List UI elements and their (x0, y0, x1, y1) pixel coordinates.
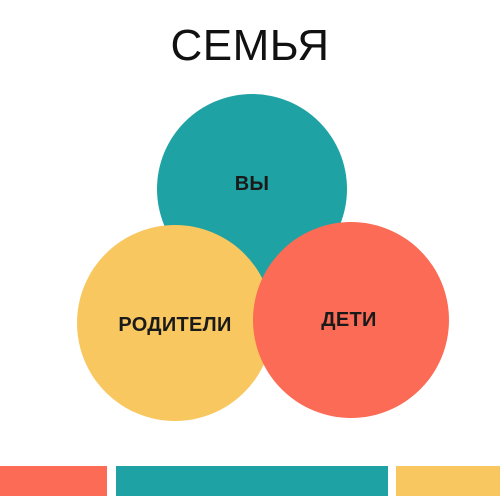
circle-children: ДЕТИ (253, 222, 449, 418)
circle-parents-label: РОДИТЕЛИ (118, 313, 232, 336)
circle-children-label: ДЕТИ (321, 308, 377, 331)
color-bar-left (0, 466, 107, 496)
color-bar-right (396, 466, 500, 496)
page-title: СЕМЬЯ (170, 21, 330, 70)
color-bar-middle (116, 466, 388, 496)
circle-parents: РОДИТЕЛИ (77, 225, 273, 421)
circle-you-label: ВЫ (234, 172, 270, 195)
